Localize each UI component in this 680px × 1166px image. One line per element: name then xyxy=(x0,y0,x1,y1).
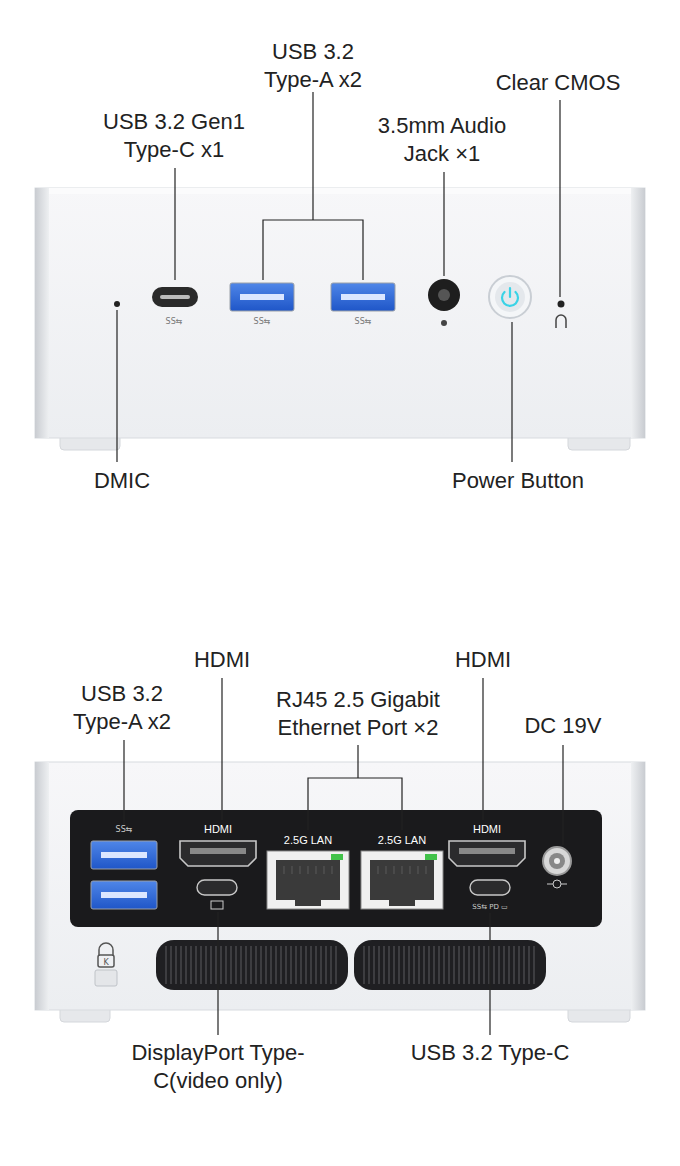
callout-label: DisplayPort Type-C(video only) xyxy=(98,1039,338,1095)
callout-label: 3.5mm Audio Jack ×1 xyxy=(367,112,517,168)
callout-label: DMIC xyxy=(94,467,150,495)
callout-label: RJ45 2.5 Gigabit Ethernet Port ×2 xyxy=(248,686,468,742)
port-label: HDMI xyxy=(204,822,232,836)
port-label: HDMI xyxy=(473,822,501,836)
callout-label: HDMI xyxy=(455,646,511,674)
callout-label: USB 3.2 Type-A x2 xyxy=(243,38,383,94)
port-label: 2.5G LAN xyxy=(378,833,426,847)
callout-label: DC 19V xyxy=(524,712,601,740)
callout-label: USB 3.2 Type-C xyxy=(411,1039,570,1067)
lock-symbol: K xyxy=(103,958,109,967)
back-view: K SS⇆ SS⇆ PD ▭ xyxy=(35,678,645,1035)
callout-label: USB 3.2 Type-A x2 xyxy=(52,680,192,736)
ss-symbol: SS⇆ xyxy=(355,317,372,326)
callout-label: Power Button xyxy=(452,467,584,495)
ss-symbol: SS⇆ xyxy=(166,317,183,326)
callout-label: Clear CMOS xyxy=(496,69,621,97)
ss-pd-dp-symbol: SS⇆ PD ▭ xyxy=(472,903,507,911)
callout-label: USB 3.2 Gen1 Type-C x1 xyxy=(89,108,259,164)
leader-lines xyxy=(124,678,563,1035)
front-view: SS⇆ SS⇆ SS⇆ xyxy=(35,92,645,462)
callout-label: HDMI xyxy=(194,646,250,674)
ss-symbol: SS⇆ xyxy=(116,825,133,834)
port-label: 2.5G LAN xyxy=(284,833,332,847)
ss-symbol: SS⇆ xyxy=(254,317,271,326)
